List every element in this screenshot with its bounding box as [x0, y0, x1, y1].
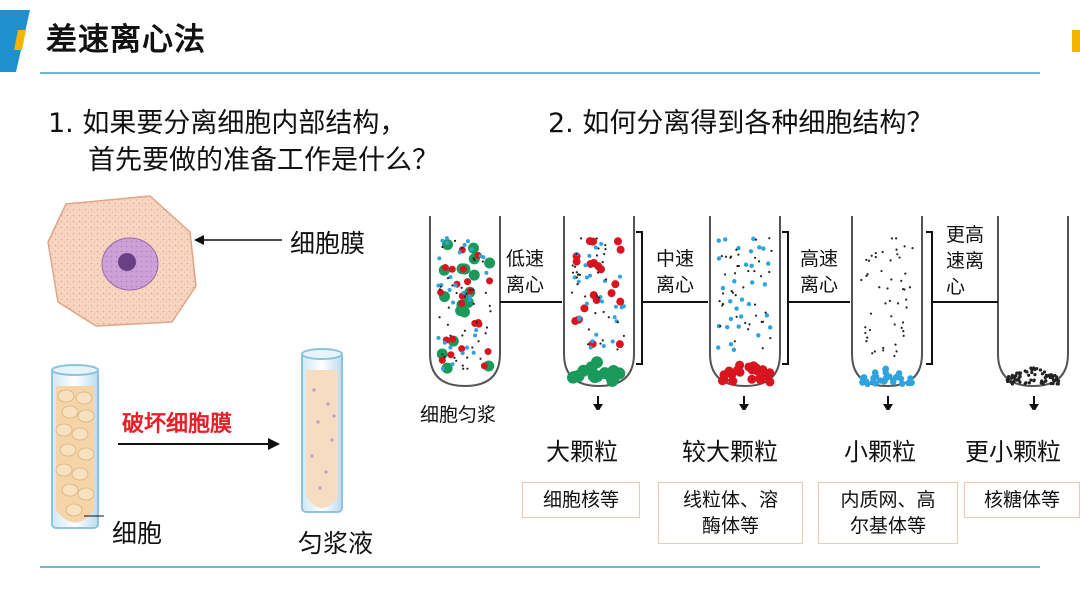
step-connectors	[500, 231, 998, 365]
down-arrow-icon	[883, 404, 893, 410]
organelle-box-er-golgi: 内质网、高 尔基体等	[818, 482, 958, 544]
result-size-larger: 较大颗粒	[682, 438, 778, 466]
label-break-membrane: 破坏细胞膜	[122, 412, 233, 437]
header-accent-shape	[0, 10, 30, 72]
result-size-smaller: 更小颗粒	[965, 438, 1061, 466]
centrifuge-diagram	[429, 216, 1069, 410]
label-cell-membrane: 细胞膜	[290, 229, 366, 258]
step-higher-speed: 更高 速离 心	[946, 224, 985, 298]
step-low-speed: 低速 离心	[506, 248, 545, 296]
down-arrow-icon	[739, 404, 749, 410]
header-divider	[40, 72, 1040, 74]
header-accent-right	[1072, 30, 1080, 52]
organelle-box-mitochondria: 线粒体、溶 酶体等	[658, 482, 803, 544]
question-2: 2. 如何分离得到各种细胞结构？	[548, 108, 934, 139]
result-size-large: 大颗粒	[546, 438, 618, 466]
tube-higher-speed	[997, 216, 1069, 388]
test-tube-cells	[51, 364, 104, 529]
slide-title: 差速离心法	[46, 22, 206, 58]
down-arrow-icon	[593, 404, 603, 410]
label-homogenate-liquid: 匀浆液	[298, 529, 374, 558]
tube-high-speed	[851, 216, 923, 388]
cell-illustration	[47, 195, 343, 529]
organelle-box-ribosome: 核糖体等	[964, 482, 1080, 518]
result-arrows	[597, 396, 1035, 406]
tube-low-speed	[563, 216, 635, 388]
cell-nucleolus	[118, 253, 136, 271]
label-cell-homogenate: 细胞匀浆	[420, 404, 497, 426]
step-medium-speed: 中速 离心	[656, 248, 695, 296]
step-high-speed: 高速 离心	[800, 248, 839, 296]
organelle-box-nucleus: 细胞核等	[522, 482, 640, 518]
label-cell: 细胞	[112, 519, 163, 548]
down-arrow-icon	[1029, 404, 1039, 410]
question-1-line-2: 首先要做的准备工作是什么？	[88, 145, 439, 176]
tube-medium-speed	[709, 216, 781, 388]
test-tube-homogenate	[301, 348, 343, 513]
footer-divider	[40, 566, 1040, 568]
result-size-small: 小颗粒	[844, 438, 916, 466]
tube-homogenate	[429, 216, 501, 388]
question-1-line-1: 1. 如果要分离细胞内部结构，	[48, 108, 407, 139]
